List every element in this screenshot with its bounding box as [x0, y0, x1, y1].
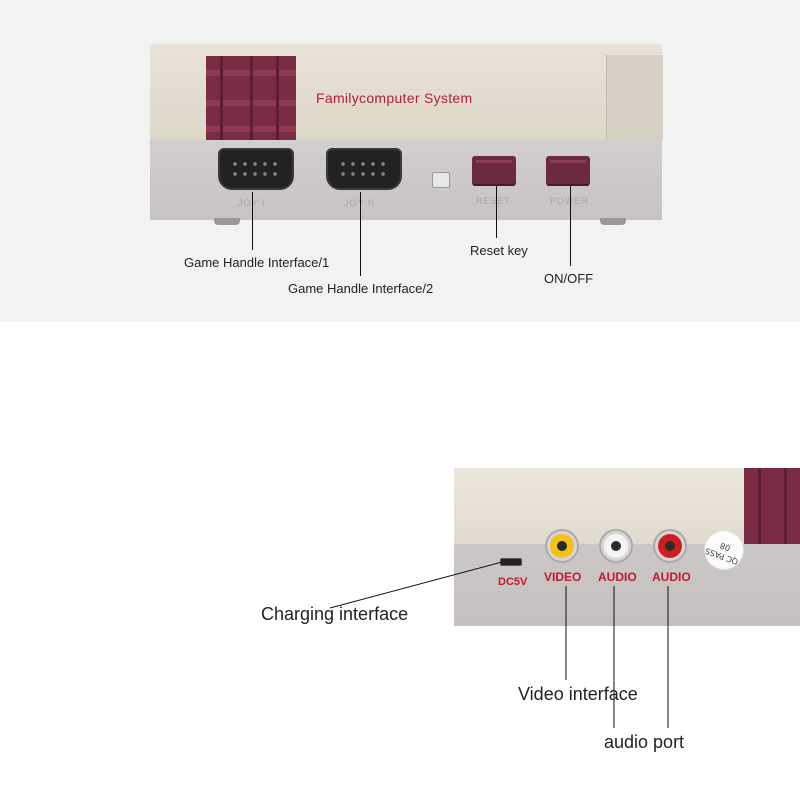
joy2-callout-label: Game Handle Interface/2 — [288, 281, 434, 296]
console-foot-right — [600, 218, 626, 225]
charging-callout-label: Charging interface — [261, 604, 409, 624]
joy2-port — [326, 148, 402, 190]
reset-engraving: RESET — [476, 196, 512, 206]
reset-callout-line — [496, 186, 497, 238]
joy2-callout-line — [360, 192, 361, 276]
charging-callout-line — [329, 561, 503, 609]
power-callout-line — [570, 186, 571, 266]
audio-callout-label: audio port — [604, 732, 685, 752]
audio-rca-jack-red — [653, 529, 687, 563]
audio-port-label-2: AUDIO — [652, 570, 691, 584]
small-socket — [432, 172, 450, 188]
reset-button — [472, 156, 516, 184]
power-button — [546, 156, 590, 184]
console-side-band — [606, 55, 663, 140]
audio-port-label-1: AUDIO — [598, 570, 637, 584]
reset-callout-label: Reset key — [470, 243, 528, 258]
back-top-shell — [454, 468, 800, 544]
joy1-callout-label: Game Handle Interface/1 — [184, 255, 330, 270]
joy2-engraving: JOY II — [344, 198, 375, 208]
video-rca-jack — [545, 529, 579, 563]
audio-rca-jack-white — [599, 529, 633, 563]
console-maroon-stripe — [206, 56, 296, 140]
video-port-label: VIDEO — [544, 570, 582, 584]
console-foot-left — [214, 218, 240, 225]
joy1-engraving: JOY I — [238, 198, 266, 208]
power-callout-label: ON/OFF — [544, 271, 594, 286]
brand-label: Familycomputer System — [316, 90, 473, 106]
back-maroon-stripe — [744, 468, 800, 544]
dc5v-label: DC5V — [498, 576, 528, 588]
video-callout-label: Video interface — [518, 684, 638, 704]
joy1-callout-line — [252, 192, 253, 250]
power-engraving: POWER — [550, 196, 589, 206]
joy1-port — [218, 148, 294, 190]
